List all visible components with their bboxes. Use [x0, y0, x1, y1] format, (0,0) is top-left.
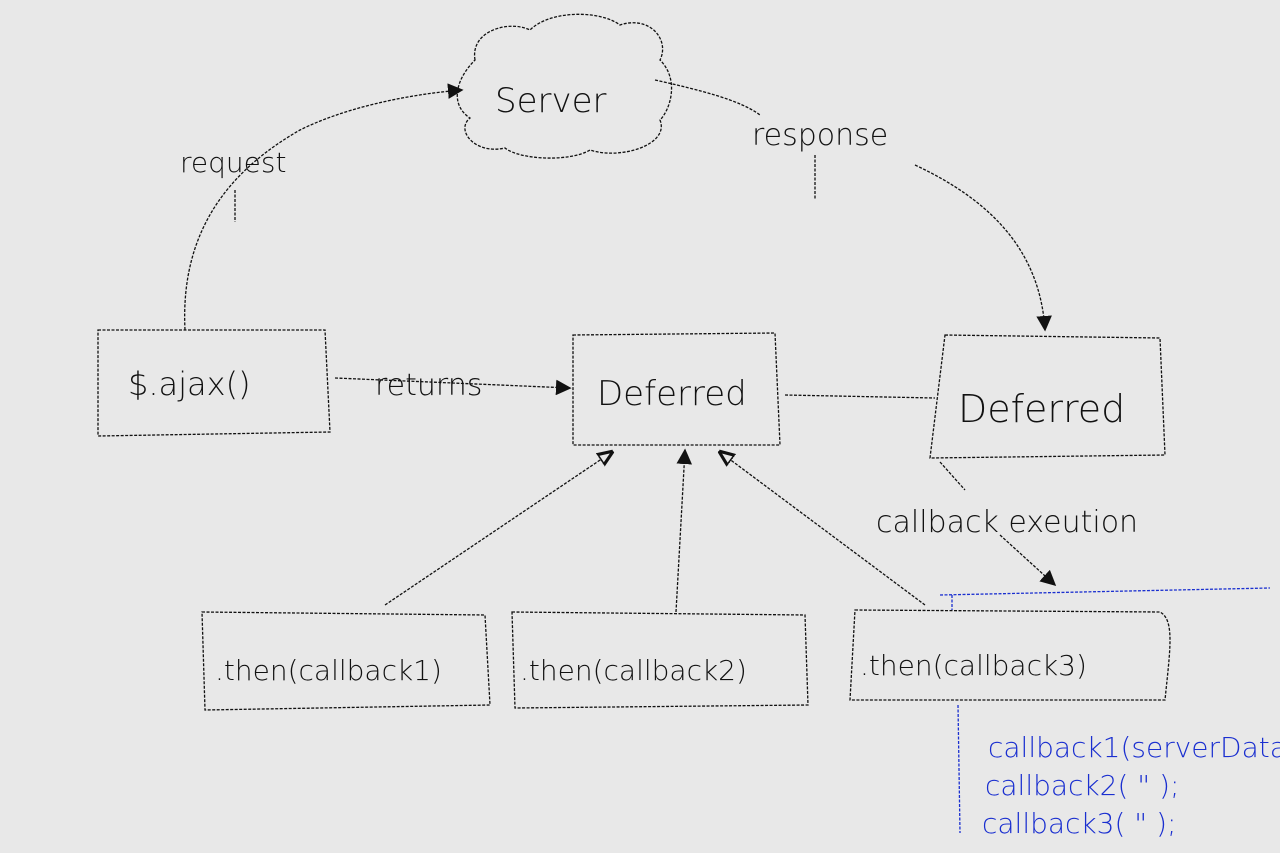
ajax-label: $.ajax() [128, 365, 251, 403]
then3-node: .then(callback3) [849, 609, 1171, 701]
then3-arrow [720, 452, 926, 606]
then3-label: .then(callback3) [860, 649, 1087, 682]
then2-arrow [675, 448, 693, 613]
deferred-right-node: Deferred [929, 334, 1166, 459]
then1-node: .then(callback1) [201, 611, 491, 711]
request-arrow [184, 83, 464, 331]
callback-execution-label: callback exeution [876, 505, 1138, 540]
callback-exec-tick [939, 461, 966, 491]
then2-label: .then(callback2) [520, 654, 747, 687]
deferred-right-label: Deferred [958, 387, 1125, 431]
execution-line-2: callback2( " ); [985, 769, 1179, 802]
request-label: request [180, 146, 286, 179]
ajax-node: $.ajax() [97, 329, 331, 437]
execution-line-3: callback3( " ); [982, 807, 1176, 840]
server-node: Server [456, 13, 673, 159]
response-arrow-start [654, 79, 761, 116]
server-label: Server [495, 81, 607, 121]
deferred-left-node: Deferred [572, 332, 781, 446]
returns-arrow [334, 377, 572, 396]
execution-block: callback1(serverData); callback2( " ); c… [939, 587, 1280, 840]
then2-node: .then(callback2) [511, 611, 809, 709]
then1-arrow [384, 452, 612, 606]
execution-line-1: callback1(serverData); [988, 731, 1280, 764]
then1-label: .then(callback1) [215, 654, 442, 687]
returns-label: returns [375, 368, 482, 403]
response-arrow [914, 164, 1052, 332]
callback-execution-arrow [999, 534, 1057, 587]
deferred-link [784, 394, 936, 399]
deferred-left-label: Deferred [597, 374, 747, 414]
response-label: response [752, 118, 888, 153]
